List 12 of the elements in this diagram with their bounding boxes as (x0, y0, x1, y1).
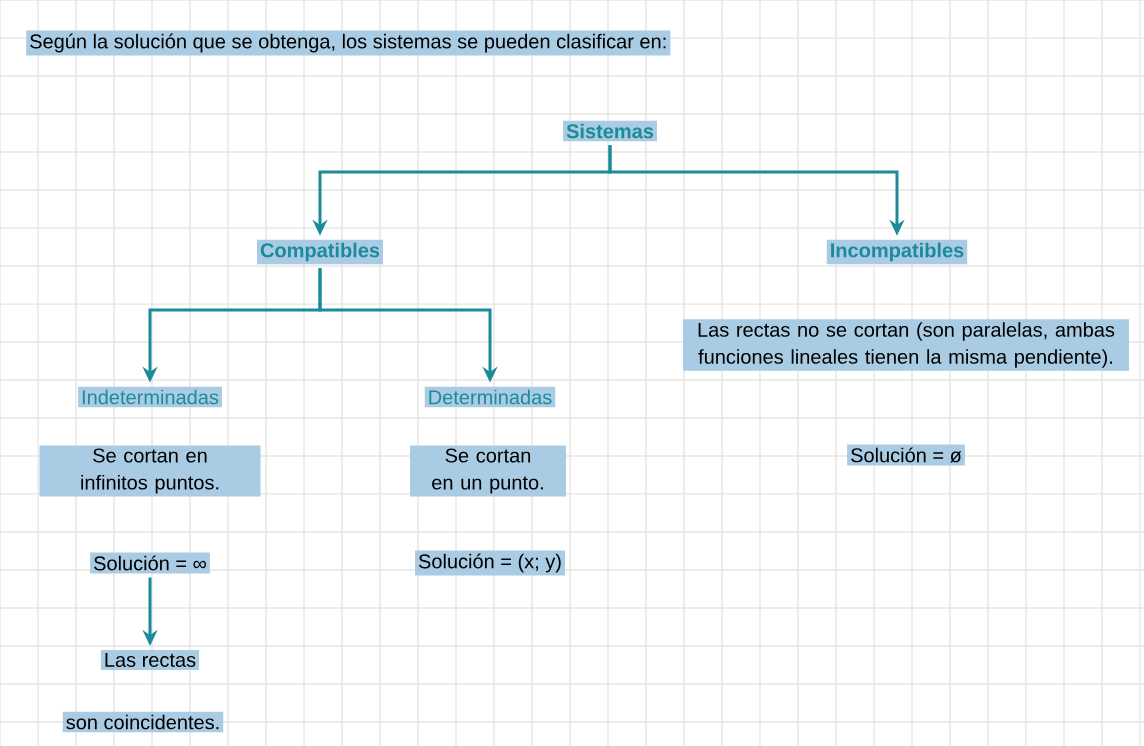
text-block: Se cortan en infinitos puntos. (39, 445, 261, 497)
text-label: Las rectas (100, 650, 200, 670)
text-block: Se cortan en un punto. (410, 445, 566, 497)
text-label: Solución = (x; y) (415, 550, 565, 576)
category-label: Compatibles (257, 239, 383, 265)
text-label: Solución = ∞ (90, 552, 210, 574)
text-block: Las rectas no se cortan (son paralelas, ambas funciones lineales tienen la misma pendiente). (683, 319, 1129, 371)
heading: Según la solución que se obtenga, los sistemas se pueden clasificar en: (26, 30, 671, 56)
subcategory-label: Indeterminadas (78, 386, 222, 408)
category-label: Sistemas (563, 120, 657, 142)
text-label: Solución = ø (847, 444, 965, 466)
category-label: Incompatibles (826, 239, 968, 265)
